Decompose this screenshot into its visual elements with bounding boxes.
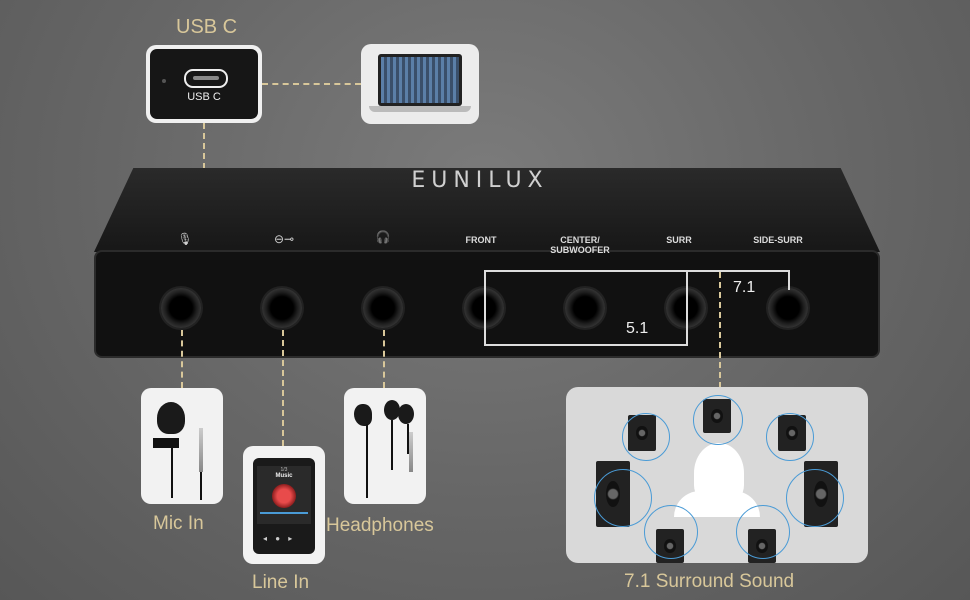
usb-c-port-label: USB C <box>187 91 221 103</box>
microphone-image-icon <box>157 402 185 434</box>
port-label-front: FRONT <box>465 235 497 245</box>
laptop-icon <box>378 54 462 106</box>
brand-logo: EUNILUX <box>411 168 549 193</box>
mic-connector <box>181 330 183 388</box>
indicator-dot <box>162 79 166 83</box>
surround-connector <box>719 272 721 388</box>
mic-jack <box>161 288 201 328</box>
earphones-card <box>344 388 426 504</box>
surround-diagram <box>566 387 868 563</box>
headphones-connector <box>383 330 385 388</box>
usb-c-panel: USB C <box>146 45 262 123</box>
label-5-1: 5.1 <box>626 320 649 337</box>
port-label-center-subwoofer: CENTER/ SUBWOOFER <box>550 235 610 255</box>
usb-c-title: USB C <box>176 16 238 38</box>
media-player-card: 1/3 Music ◂ ● ▸ <box>243 446 325 564</box>
headphones-jack <box>363 288 403 328</box>
line-in-jack <box>262 288 302 328</box>
player-time: 1/3 <box>280 467 288 473</box>
headphones-icon: 🎧 <box>375 230 391 244</box>
microphone-card <box>141 388 223 504</box>
usb-laptop-connector <box>262 83 361 85</box>
bracket-7-1 <box>484 270 790 290</box>
caption-surround: 7.1 Surround Sound <box>624 571 795 592</box>
line-in-connector <box>282 330 284 446</box>
earphones-icon <box>344 388 426 504</box>
bracket-5-1 <box>484 270 688 346</box>
sound-card-top <box>94 168 880 252</box>
laptop-card <box>361 44 479 124</box>
caption-headphones: Headphones <box>326 515 434 536</box>
usb-device-connector <box>203 123 205 169</box>
microphone-icon: 🎙 <box>177 232 193 246</box>
caption-line-in: Line In <box>252 572 310 593</box>
media-player-icon: 1/3 Music ◂ ● ▸ <box>253 458 315 554</box>
center-subwoofer-jack <box>565 288 605 328</box>
player-title: Music <box>275 473 293 479</box>
port-label-side-surr: SIDE-SURR <box>753 235 803 245</box>
label-7-1: 7.1 <box>733 279 756 296</box>
side-surr-jack <box>768 288 808 328</box>
line-in-icon: ⊖⊸ <box>273 232 295 246</box>
port-label-surr: SURR <box>666 235 692 245</box>
usb-c-port-icon <box>184 69 228 88</box>
caption-mic-in: Mic In <box>153 513 204 534</box>
